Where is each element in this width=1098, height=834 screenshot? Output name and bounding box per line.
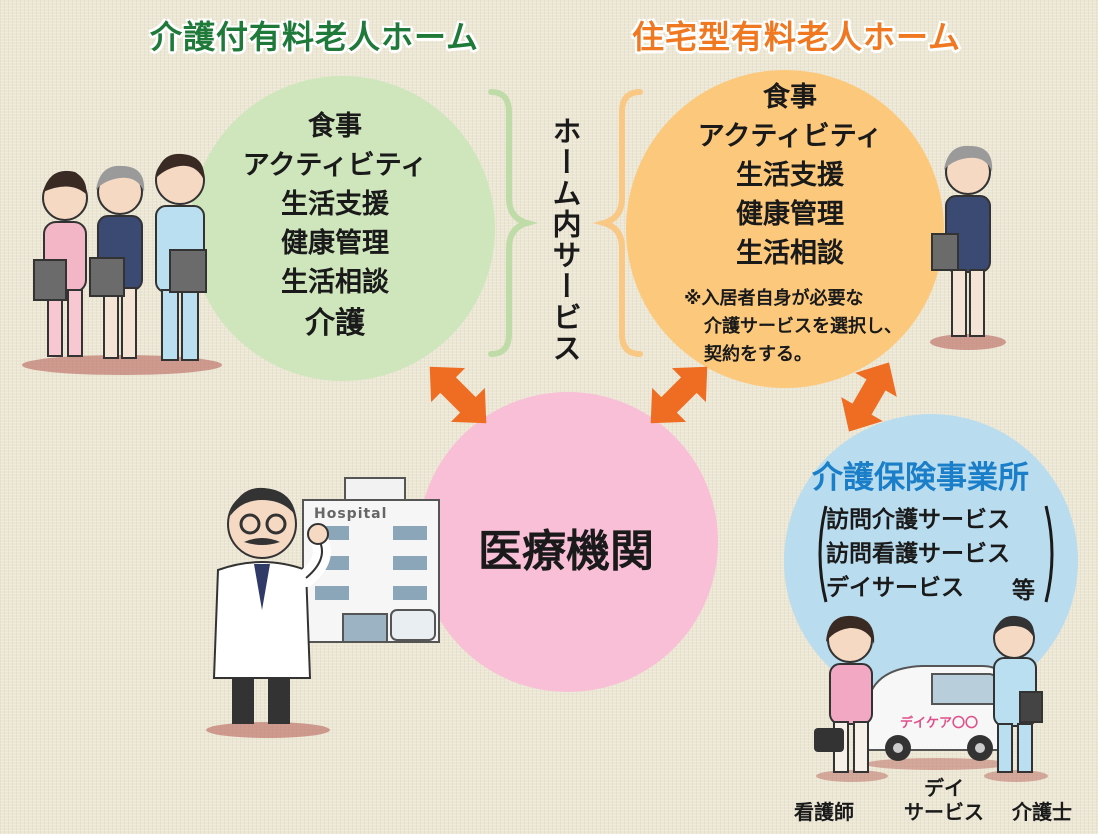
right-note-line-1: ※入居者自身が必要な <box>684 288 864 309</box>
day-service-car-illustration <box>865 665 1009 770</box>
right-service-item: 食事 <box>763 82 817 113</box>
arrow-right-medical <box>650 366 708 424</box>
right-service-item: 生活相談 <box>736 238 844 269</box>
day-service-car-text: デイケア〇〇 <box>900 716 979 731</box>
insurance-left-paren <box>818 505 828 603</box>
medical-label: 医療機関 <box>478 526 654 577</box>
insurance-title: 介護保険事業所 <box>812 460 1029 496</box>
left-service-item: 食事 <box>308 111 362 142</box>
right-note-line-3: 契約をする。 <box>704 344 812 365</box>
left-service-item: 生活相談 <box>281 267 389 298</box>
insurance-right-paren <box>1044 505 1054 603</box>
left-brace <box>488 89 539 357</box>
nurse-illustration <box>814 615 888 782</box>
left-service-item: 生活支援 <box>281 189 389 220</box>
right-service-circle <box>626 70 944 388</box>
caregiver-illustration <box>984 615 1048 782</box>
insurance-etc: 等 <box>1012 578 1035 604</box>
right-title: 住宅型有料老人ホーム <box>632 18 962 56</box>
arrow-left-medical <box>429 366 487 424</box>
insurance-service-item: 訪問介護サービス <box>826 507 1010 533</box>
right-staff-illustration <box>930 145 1006 350</box>
doctor-illustration <box>206 487 331 738</box>
left-service-item: アクティビティ <box>242 150 428 181</box>
left-service-item-care: 介護 <box>305 306 365 341</box>
right-note-line-2: 介護サービスを選択し、 <box>704 316 902 337</box>
insurance-service-item: 訪問看護サービス <box>826 541 1010 567</box>
right-service-list: 食事 アクティビティ 生活支援 健康管理 生活相談 <box>680 78 900 273</box>
medical-circle <box>418 392 718 692</box>
left-service-item: 健康管理 <box>281 228 389 259</box>
day-service-label-line-2: サービス <box>904 800 984 824</box>
in-home-services-label: ホーム内サービス <box>548 116 582 364</box>
right-service-item: 生活支援 <box>736 160 844 191</box>
right-service-item: アクティビティ <box>697 121 883 152</box>
arrow-right-insurance <box>841 362 897 432</box>
nurse-label: 看護師 <box>794 800 854 824</box>
left-service-list: 食事 アクティビティ 生活支援 健康管理 生活相談 介護 <box>215 107 455 346</box>
left-title: 介護付有料老人ホーム <box>150 18 480 56</box>
right-brace <box>592 89 643 357</box>
left-service-circle <box>190 76 495 381</box>
right-service-item: 健康管理 <box>736 199 844 230</box>
insurance-service-list: 訪問介護サービス 訪問看護サービス デイサービス <box>826 503 1010 605</box>
hospital-sign: Hospital <box>314 506 388 522</box>
day-service-label-line-1: デイ <box>924 776 964 800</box>
hospital-building-illustration <box>302 477 440 643</box>
insurance-service-item: デイサービス <box>826 575 964 601</box>
left-staff-illustration <box>22 153 222 375</box>
caregiver-label: 介護士 <box>1012 800 1072 824</box>
